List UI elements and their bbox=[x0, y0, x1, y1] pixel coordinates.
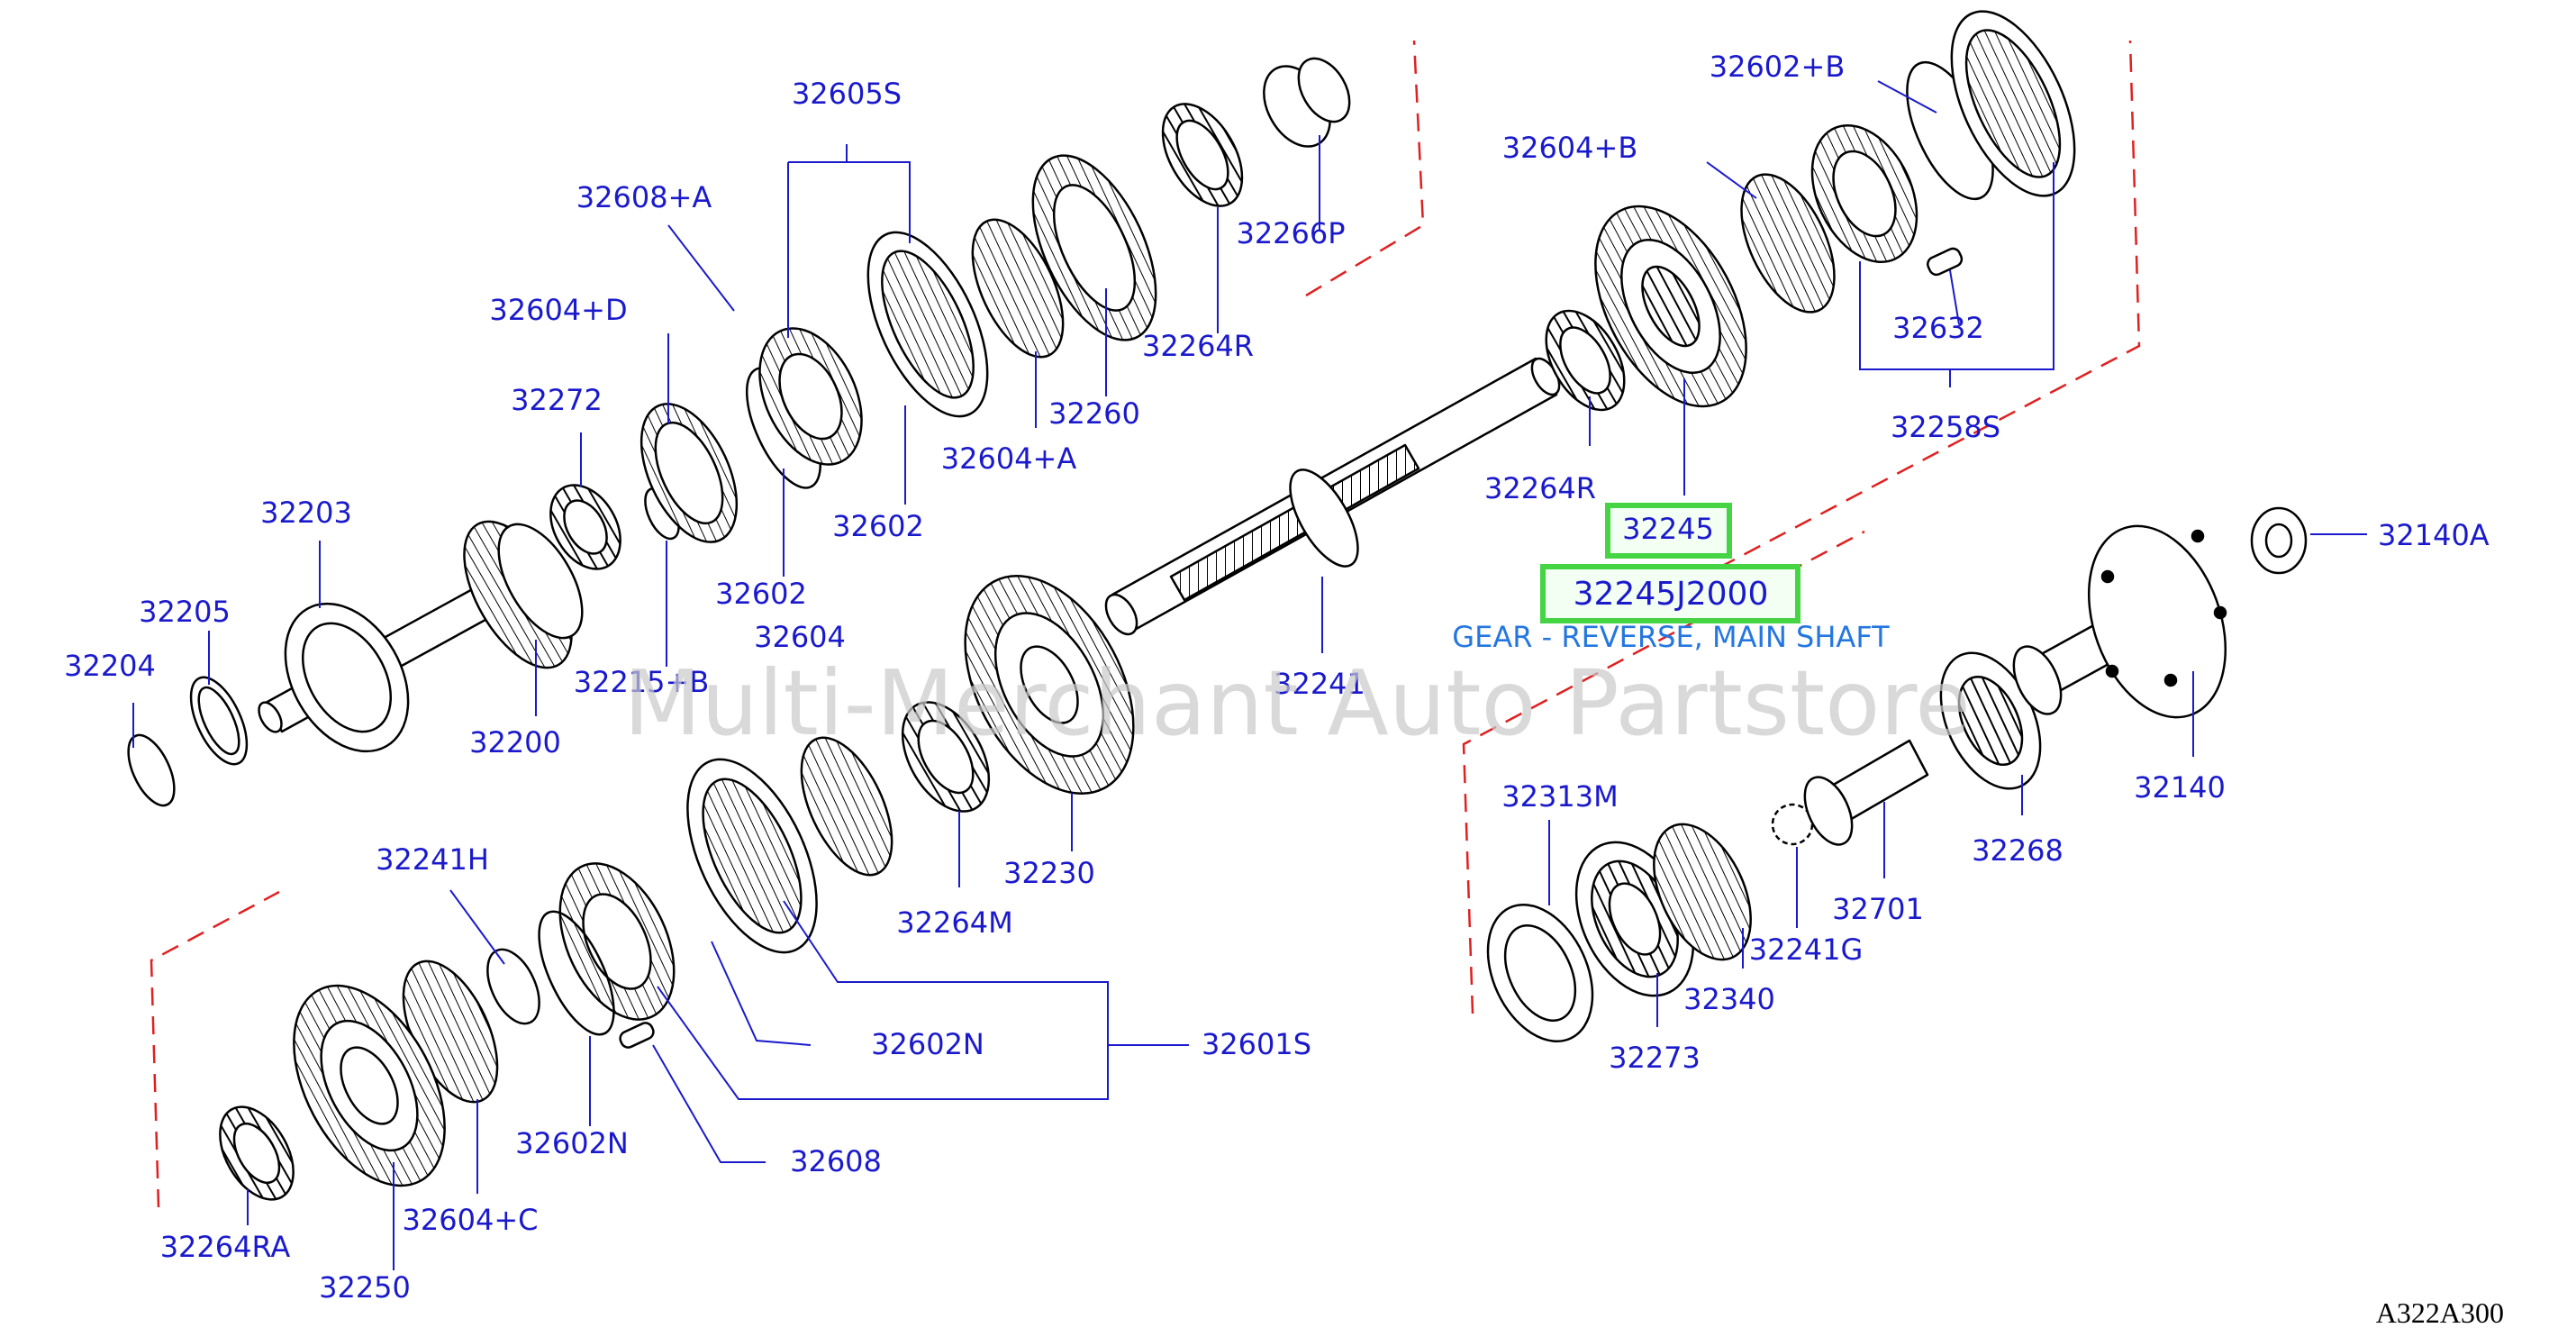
part-label-32264r[interactable]: 32264R bbox=[1142, 329, 1254, 363]
needle-bearing-32264r-mid bbox=[1545, 309, 1626, 412]
baulk-ring-32604 bbox=[800, 736, 893, 877]
part-label-32230[interactable]: 32230 bbox=[1003, 856, 1095, 890]
part-label-32602[interactable]: 32602 bbox=[832, 509, 924, 543]
bearing-retainer-32313m bbox=[1486, 903, 1594, 1043]
part-label-32268[interactable]: 32268 bbox=[1972, 833, 2064, 868]
reverse-gear-32245 bbox=[1594, 205, 1747, 408]
boundary-top-right bbox=[1616, 40, 2141, 623]
part-label-32203[interactable]: 32203 bbox=[260, 496, 352, 530]
part-label-32313m[interactable]: 32313M bbox=[1501, 779, 1618, 814]
gear-32250 bbox=[293, 984, 446, 1187]
gear-32230 bbox=[964, 574, 1135, 796]
part-label-32602n[interactable]: 32602N bbox=[871, 1027, 984, 1061]
part-label-32602-plus-b[interactable]: 32602+B bbox=[1710, 50, 1846, 84]
washer-32205-inner bbox=[197, 686, 240, 756]
highlighted-part-callout: 32245 32245J2000 GEAR - REVERSE, MAIN SH… bbox=[1452, 503, 1890, 654]
part-label-32204[interactable]: 32204 bbox=[64, 649, 156, 683]
boundary-top bbox=[1305, 40, 1425, 297]
bushing-32266p bbox=[1263, 57, 1351, 148]
part-label-32604-plus-d[interactable]: 32604+D bbox=[489, 293, 627, 327]
part-label-32605s[interactable]: 32605S bbox=[792, 77, 902, 111]
part-label-32215-plus-b[interactable]: 32215+B bbox=[574, 665, 710, 699]
part-label-32604-plus-c[interactable]: 32604+C bbox=[403, 1203, 539, 1237]
key-32608 bbox=[619, 1022, 655, 1049]
input-shaft-32200 bbox=[258, 520, 584, 753]
part-label-32264r[interactable]: 32264R bbox=[1484, 471, 1596, 505]
sleeve-32605s-inner bbox=[881, 250, 975, 399]
gear-32260-inner bbox=[1052, 184, 1137, 312]
needle-bearing-32264m bbox=[901, 701, 991, 813]
snap-ring-32204 bbox=[127, 733, 176, 807]
hub-32258s-inner bbox=[1832, 150, 1897, 238]
nut-32140a bbox=[2250, 506, 2308, 575]
part-label-32608[interactable]: 32608 bbox=[790, 1144, 882, 1178]
part-labels: 32605S 32608+A 32604+D 32272 32203 32205 32204… bbox=[64, 50, 2490, 1305]
highlight-part-label[interactable]: 32245 bbox=[1622, 512, 1714, 546]
boundary-left-lower bbox=[150, 890, 280, 1208]
part-label-32273[interactable]: 32273 bbox=[1609, 1041, 1701, 1075]
baulk-ring-32604d-inner bbox=[654, 421, 724, 525]
part-label-32604-plus-b[interactable]: 32604+B bbox=[1502, 131, 1638, 165]
part-label-32608-plus-a[interactable]: 32608+A bbox=[576, 180, 712, 214]
part-label-32602n[interactable]: 32602N bbox=[515, 1126, 629, 1160]
needle-bearing-32264ra bbox=[219, 1105, 295, 1201]
part-label-32250[interactable]: 32250 bbox=[319, 1270, 411, 1305]
needle-bearing-32272 bbox=[549, 484, 621, 570]
hub-32605s-inner bbox=[778, 352, 843, 441]
highlight-part-number[interactable]: 32245J2000 bbox=[1574, 576, 1769, 613]
part-label-32140a[interactable]: 32140A bbox=[2378, 518, 2490, 552]
part-label-32241[interactable]: 32241 bbox=[1274, 667, 1365, 701]
part-label-32602[interactable]: 32602 bbox=[715, 577, 807, 611]
part-label-32264m[interactable]: 32264M bbox=[896, 905, 1012, 940]
key-32632 bbox=[1927, 247, 1964, 277]
watermark: Multi-Merchant Auto Partstore bbox=[623, 650, 1971, 756]
part-label-32340[interactable]: 32340 bbox=[1683, 982, 1775, 1016]
part-label-32604-plus-a[interactable]: 32604+A bbox=[941, 441, 1077, 476]
part-label-32272[interactable]: 32272 bbox=[511, 383, 603, 417]
flange-32140 bbox=[2012, 524, 2227, 719]
part-label-32266p[interactable]: 32266P bbox=[1236, 216, 1345, 250]
part-label-32701[interactable]: 32701 bbox=[1832, 892, 1924, 926]
sleeve-32258s-inner bbox=[1964, 29, 2062, 178]
hub-32601s-inner bbox=[582, 893, 652, 990]
part-label-32258s[interactable]: 32258S bbox=[1891, 410, 2000, 444]
part-label-32241h[interactable]: 32241H bbox=[376, 842, 489, 877]
sleeve-32601s-inner bbox=[702, 778, 803, 934]
sleeve-32701 bbox=[1803, 739, 1929, 846]
highlight-description: GEAR - REVERSE, MAIN SHAFT bbox=[1452, 620, 1890, 654]
baulk-ring-32604b bbox=[1740, 173, 1836, 314]
highlight-box-part bbox=[1605, 503, 1732, 559]
needle-bearing-32264r-top bbox=[1161, 103, 1244, 207]
part-label-32140[interactable]: 32140 bbox=[2134, 770, 2226, 805]
part-label-32604[interactable]: 32604 bbox=[754, 620, 846, 654]
snap-ring-32241h bbox=[486, 948, 540, 1025]
part-label-32241g[interactable]: 32241G bbox=[1749, 932, 1864, 967]
boundary-right-lower bbox=[1462, 530, 1865, 1014]
ball-bearing-32268 bbox=[1939, 651, 2042, 790]
leader-lines bbox=[132, 80, 2367, 1270]
part-label-32601s[interactable]: 32601S bbox=[1202, 1027, 1311, 1061]
line-art bbox=[127, 10, 2308, 1201]
part-label-32264ra[interactable]: 32264RA bbox=[160, 1230, 291, 1264]
highlight-box-part-number bbox=[1540, 564, 1800, 623]
gear-32340 bbox=[1653, 823, 1752, 961]
washer-32205 bbox=[189, 676, 249, 766]
part-label-32632[interactable]: 32632 bbox=[1892, 311, 1984, 345]
spread-spring-32602n bbox=[538, 910, 615, 1036]
part-label-32260[interactable]: 32260 bbox=[1048, 396, 1140, 431]
figure-code: A322A300 bbox=[2376, 1296, 2504, 1329]
assembly-boundaries bbox=[150, 40, 2141, 1208]
part-label-32200[interactable]: 32200 bbox=[469, 725, 561, 759]
part-label-32205[interactable]: 32205 bbox=[139, 595, 231, 629]
